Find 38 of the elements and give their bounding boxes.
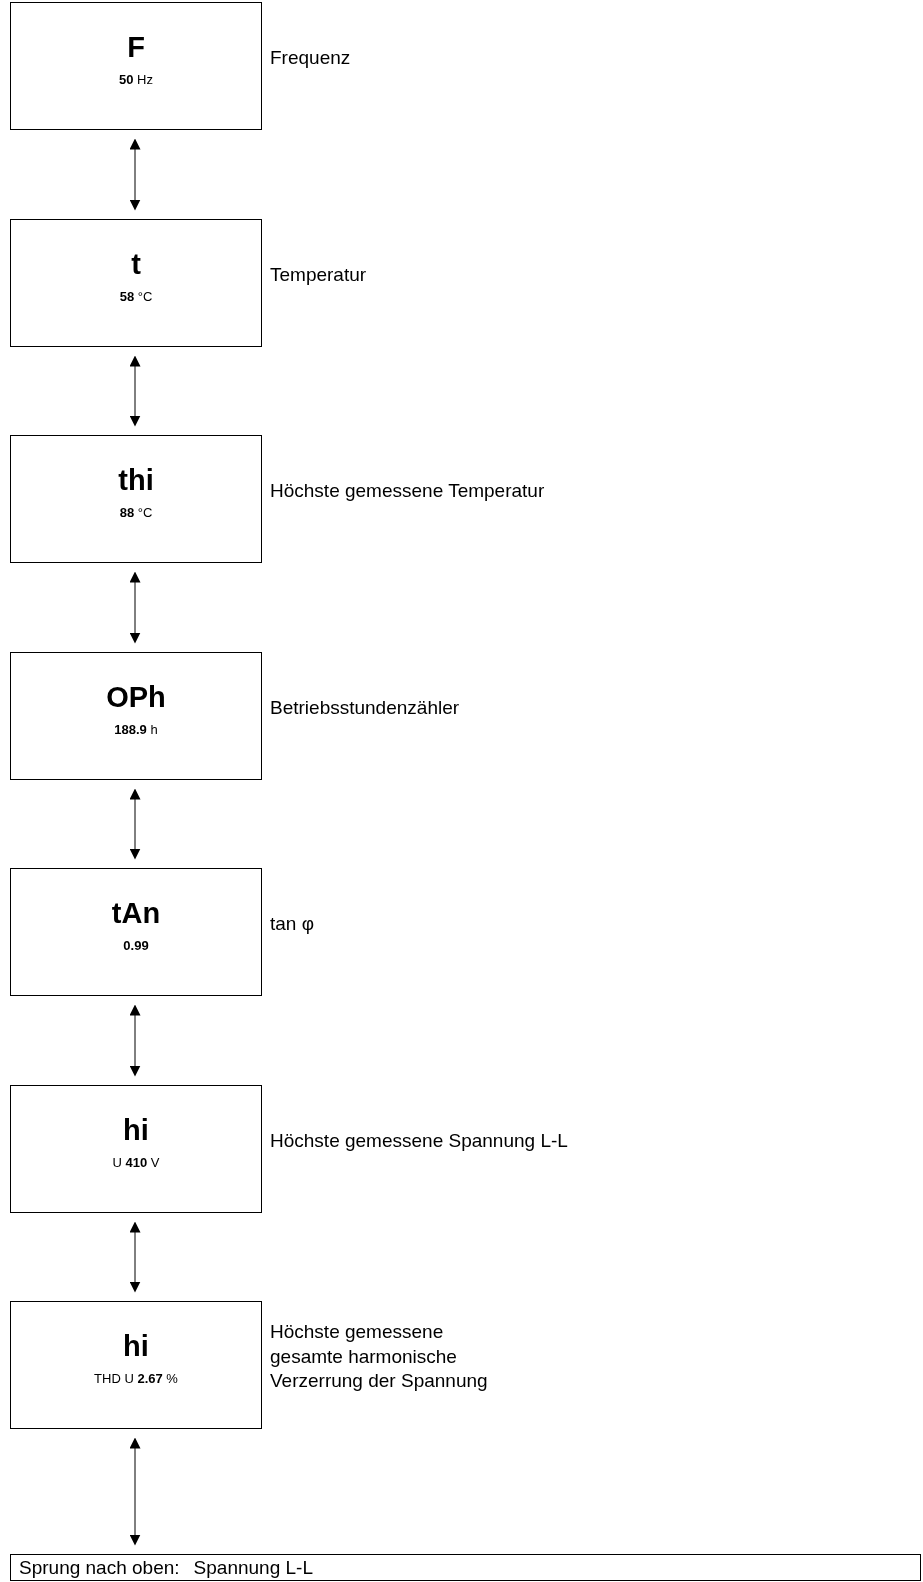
description-text: tan φ bbox=[270, 911, 315, 936]
display-box bbox=[10, 1301, 262, 1429]
display-box bbox=[10, 868, 262, 996]
parameter-code: F bbox=[127, 31, 145, 64]
note-text: Spannung L-L bbox=[193, 1556, 313, 1579]
display-box bbox=[10, 435, 262, 563]
parameter-code: thi bbox=[118, 464, 154, 497]
parameter-code: t bbox=[131, 248, 141, 281]
double-arrow bbox=[129, 1004, 141, 1077]
parameter-value: THD U 2.67 % bbox=[94, 1371, 178, 1386]
double-arrow bbox=[129, 355, 141, 427]
parameter-value: 0.99 bbox=[123, 938, 149, 953]
double-arrow bbox=[129, 788, 141, 860]
note-text: Sprung nach oben: bbox=[19, 1556, 180, 1579]
parameter-value: 58 °C bbox=[119, 289, 153, 304]
display-box bbox=[10, 2, 262, 130]
description-text: Höchste gemessene Spannung L-L bbox=[270, 1128, 569, 1153]
parameter-code: hi bbox=[123, 1330, 149, 1363]
description-text: Frequenz bbox=[270, 45, 352, 70]
description-text: Temperatur bbox=[270, 262, 368, 287]
double-arrow bbox=[129, 1221, 141, 1293]
parameter-value: 188.9 h bbox=[114, 722, 158, 737]
display-box bbox=[10, 219, 262, 347]
double-arrow bbox=[129, 138, 141, 211]
parameter-code: OPh bbox=[106, 681, 166, 714]
description-text: Betriebsstundenzähler bbox=[270, 695, 461, 720]
description-text: Höchste gemessene Temperatur bbox=[270, 478, 546, 503]
description-text: Höchste gemessene gesamte harmonische Verzerrung der Spannung bbox=[270, 1320, 489, 1394]
parameter-code: hi bbox=[123, 1114, 149, 1147]
double-arrow bbox=[129, 571, 141, 644]
display-box bbox=[10, 1085, 262, 1213]
double-arrow bbox=[129, 1437, 141, 1546]
parameter-value: 88 °C bbox=[119, 505, 153, 520]
parameter-value: 50 Hz bbox=[119, 72, 153, 87]
parameter-value: U 410 V bbox=[112, 1155, 160, 1170]
parameter-code: tAn bbox=[111, 897, 161, 930]
display-box bbox=[10, 652, 262, 780]
note-box bbox=[10, 1554, 921, 1581]
